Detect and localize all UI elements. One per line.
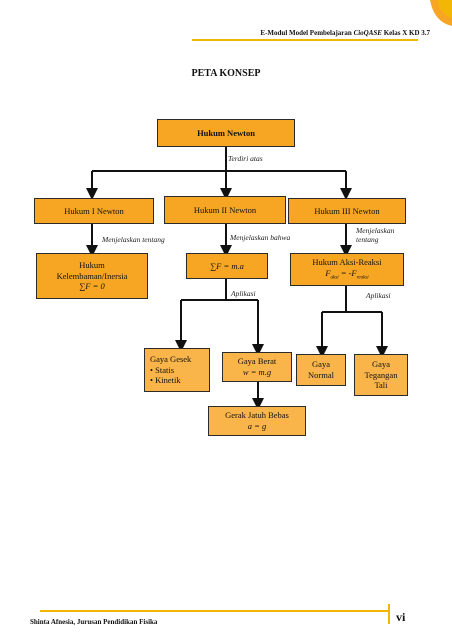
footer-author: Shinta Afnesia, Jurusan Pendidikan Fisik… — [30, 618, 158, 626]
header-divider — [192, 39, 418, 41]
page-title: PETA KONSEP — [191, 68, 261, 79]
gesek-list: Statis Kinetik — [150, 365, 181, 386]
node-hukum-3: Hukum III Newton — [288, 198, 406, 224]
label-aplikasi-2: Aplikasi — [231, 289, 256, 298]
node-gaya-gesek: Gaya Gesek Statis Kinetik — [144, 348, 210, 392]
node-gaya-tegangan-tali: Gaya Tegangan Tali — [354, 354, 408, 396]
corner-decoration — [430, 0, 452, 26]
list-item: Statis — [150, 365, 181, 376]
page-number: vi — [396, 610, 406, 624]
node-gaya-berat: Gaya Berat w = m.g — [222, 352, 292, 382]
node-gerak-jatuh-bebas: Gerak Jatuh Bebas a = g — [208, 406, 306, 436]
label-menjelaskan-bahwa: Menjelaskan bahwa — [230, 233, 291, 242]
node-newton-2-formula: ∑F = m.a — [186, 253, 268, 279]
label-terdiri-atas: Terdiri atas — [228, 154, 263, 163]
node-hukum-2: Hukum II Newton — [164, 196, 286, 224]
node-hukum-aksi-reaksi: Hukum Aksi-Reaksi Faksi = -Freaksi — [290, 253, 404, 286]
node-hukum-newton: Hukum Newton — [157, 119, 295, 147]
page-number-divider — [388, 604, 390, 624]
footer-divider — [40, 610, 390, 612]
node-hukum-kelembaman: Hukum Kelembaman/Inersia ∑F = 0 — [36, 253, 148, 299]
node-gaya-normal: Gaya Normal — [296, 354, 346, 386]
list-item: Kinetik — [150, 375, 181, 386]
header-text: E-Modul Model Pembelajaran CioQASE Kelas… — [260, 29, 430, 37]
label-aplikasi-3: Aplikasi — [366, 291, 391, 300]
label-menjelaskan-tentang-1: Menjelaskan tentang — [102, 235, 165, 244]
node-hukum-1: Hukum I Newton — [34, 198, 154, 224]
